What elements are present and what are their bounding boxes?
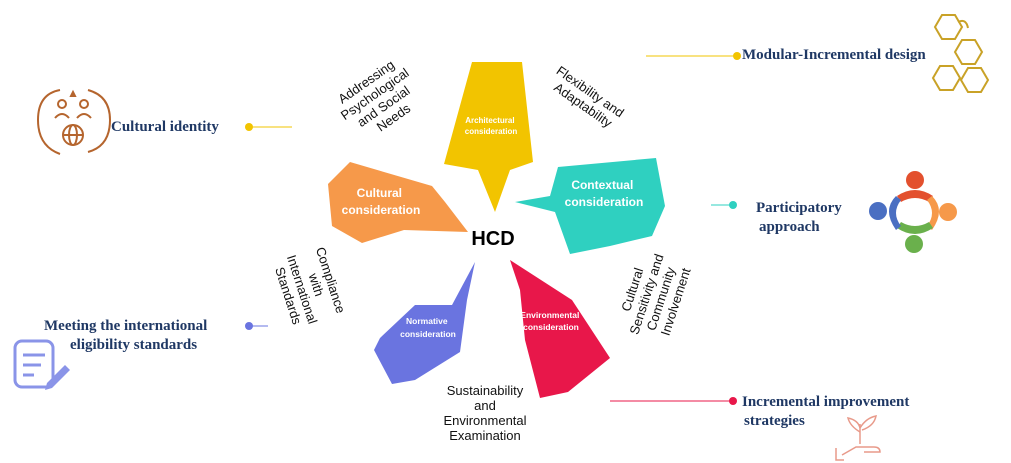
petal-environmental-label: Environmental consideration	[520, 310, 581, 332]
dot-cultural-identity	[245, 123, 253, 131]
petal-normative	[374, 262, 475, 384]
document-edit-icon	[13, 339, 70, 390]
label-compliance: Compliance with International Standards	[270, 244, 350, 334]
dot-meeting	[245, 322, 253, 330]
label-cultural-identity: Cultural identity	[111, 119, 219, 135]
petal-contextual	[515, 158, 665, 254]
globe-people-icon	[36, 89, 112, 155]
dot-incremental	[729, 397, 737, 405]
label-cultural-sensitivity: Cultural Sensitivity and Community Invol…	[612, 244, 696, 346]
center-label: HCD	[471, 228, 514, 250]
petal-cultural	[328, 162, 468, 243]
petal-architectural	[444, 62, 533, 212]
people-circle-icon	[869, 171, 957, 253]
label-meeting-standards: Meeting the international eligibility st…	[44, 318, 208, 353]
petal-normative-label: Normative consideration	[400, 316, 456, 339]
label-incremental: Incremental improvement strategies	[742, 394, 910, 429]
dot-participatory	[729, 201, 737, 209]
plant-hand-icon	[835, 415, 881, 461]
label-psychological-needs: Addressing Psychological and Social Need…	[329, 51, 432, 148]
label-participatory: Participatory approach	[756, 200, 842, 235]
label-sustainability: Sustainability and Environmental Examina…	[443, 383, 527, 443]
petal-architectural-label: Architectural consideration	[465, 116, 518, 136]
label-flexibility: Flexibility and Adaptability	[545, 63, 630, 135]
label-modular-incremental: Modular-Incremental design	[742, 47, 926, 63]
hexagons-icon	[931, 14, 990, 93]
petal-environmental	[510, 260, 610, 398]
dot-modular	[733, 52, 741, 60]
petal-contextual-label: Contextual consideration	[565, 178, 644, 209]
petal-cultural-label: Cultural consideration	[342, 186, 421, 217]
